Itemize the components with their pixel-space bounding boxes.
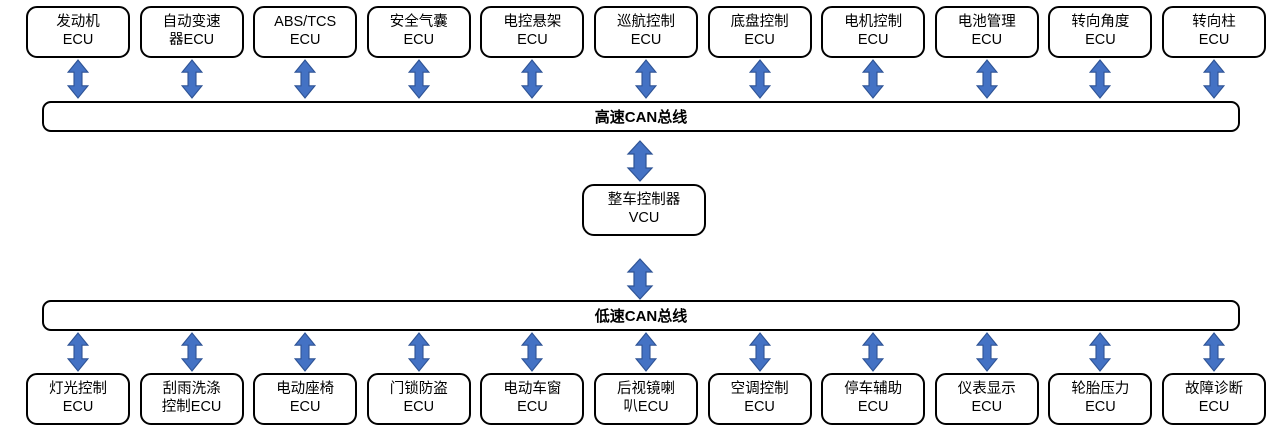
ecu-node-label: 故障诊断 ECU (1185, 381, 1243, 415)
vehicle-control-unit-node: 整车控制器 VCU (582, 184, 706, 236)
low-speed-can-bus: 低速CAN总线 (42, 300, 1240, 331)
ecu-node-label: 转向柱 ECU (1192, 14, 1236, 48)
ecu-bus-connector-arrow (1203, 59, 1225, 99)
ecu-node-label: ABS/TCS ECU (274, 14, 337, 48)
ecu-node: 电机控制 ECU (821, 6, 926, 58)
ecu-bus-connector-arrow (1089, 59, 1112, 99)
ecu-bus-connector-arrow (1089, 332, 1112, 372)
ecu-node-label: 空调控制 ECU (730, 381, 789, 415)
ecu-node: 电池管理 ECU (934, 6, 1039, 58)
ecu-bus-connector-arrow (635, 59, 657, 99)
ecu-bus-connector-arrow (407, 332, 430, 372)
ecu-node-label: 电池管理 ECU (957, 14, 1016, 48)
ecu-bus-connector-arrow (862, 332, 885, 372)
ecu-node: 电控悬架 ECU (480, 6, 585, 58)
low-speed-can-bus-label: 低速CAN总线 (594, 308, 688, 325)
ecu-node-label: 轮胎压力 ECU (1071, 381, 1130, 415)
ecu-node-label: 门锁防盗 ECU (389, 381, 448, 415)
ecu-bus-connector-arrow (407, 59, 430, 99)
ecu-bus-connector-arrow (521, 332, 544, 372)
ecu-bus-connector-arrow (975, 332, 998, 372)
ecu-bus-connector-arrow (521, 59, 544, 99)
ecu-node-label: 自动变速 器ECU (162, 14, 221, 48)
ecu-node: 刮雨洗涤 控制ECU (139, 373, 244, 425)
ecu-node-label: 后视镜喇 叭ECU (617, 381, 675, 415)
ecu-node-label: 安全气囊 ECU (389, 14, 448, 48)
ecu-node-label: 刮雨洗涤 控制ECU (161, 381, 222, 415)
ecu-bus-connector-arrow (635, 332, 657, 372)
ecu-node-label: 底盘控制 ECU (730, 14, 789, 48)
ecu-node: 后视镜喇 叭ECU (594, 373, 698, 425)
ecu-bus-connector-arrow (180, 59, 203, 99)
ecu-node: 底盘控制 ECU (707, 6, 812, 58)
ecu-bus-connector-arrow (67, 59, 89, 99)
ecu-node: 转向角度 ECU (1048, 6, 1153, 58)
ecu-node: 电动车窗 ECU (480, 373, 585, 425)
ecu-bus-connector-arrow (67, 332, 89, 372)
ecu-node: 仪表显示 ECU (934, 373, 1039, 425)
ecu-node-label: 发动机 ECU (56, 14, 100, 48)
ecu-bus-connector-arrow (294, 332, 317, 372)
vcu-label: 整车控制器 VCU (607, 192, 681, 226)
ecu-node-label: 电控悬架 ECU (503, 14, 562, 48)
ecu-bus-connector-arrow (975, 59, 998, 99)
ecu-node-label: 电动座椅 ECU (276, 381, 335, 415)
high-speed-can-bus-label: 高速CAN总线 (594, 109, 688, 126)
ecu-node-label: 电动车窗 ECU (503, 381, 562, 415)
ecu-node: ABS/TCS ECU (253, 6, 358, 58)
ecu-bus-connector-arrow (748, 59, 771, 99)
ecu-node-label: 灯光控制 ECU (49, 381, 107, 415)
ecu-node: 灯光控制 ECU (26, 373, 130, 425)
ecu-node-label: 停车辅助 ECU (844, 381, 903, 415)
ecu-node-label: 巡航控制 ECU (617, 14, 675, 48)
ecu-node: 停车辅助 ECU (821, 373, 926, 425)
ecu-node: 电动座椅 ECU (253, 373, 358, 425)
ecu-node: 空调控制 ECU (707, 373, 812, 425)
ecu-node-label: 电机控制 ECU (844, 14, 903, 48)
ecu-node-label: 转向角度 ECU (1071, 14, 1130, 48)
ecu-node: 自动变速 器ECU (139, 6, 244, 58)
bus-to-vcu-arrow (626, 140, 654, 182)
ecu-bus-connector-arrow (1203, 332, 1225, 372)
ecu-bus-connector-arrow (294, 59, 317, 99)
ecu-bus-connector-arrow (180, 332, 203, 372)
ecu-bus-connector-arrow (862, 59, 885, 99)
vcu-to-bus-arrow (626, 258, 654, 300)
ecu-node: 故障诊断 ECU (1162, 373, 1266, 425)
ecu-node: 转向柱 ECU (1162, 6, 1266, 58)
high-speed-can-bus: 高速CAN总线 (42, 101, 1240, 132)
ecu-node: 发动机 ECU (26, 6, 130, 58)
ecu-node: 门锁防盗 ECU (366, 373, 471, 425)
ecu-node: 巡航控制 ECU (594, 6, 698, 58)
ecu-node: 安全气囊 ECU (366, 6, 471, 58)
ecu-node: 轮胎压力 ECU (1048, 373, 1153, 425)
ecu-node-label: 仪表显示 ECU (957, 381, 1016, 415)
ecu-bus-connector-arrow (748, 332, 771, 372)
